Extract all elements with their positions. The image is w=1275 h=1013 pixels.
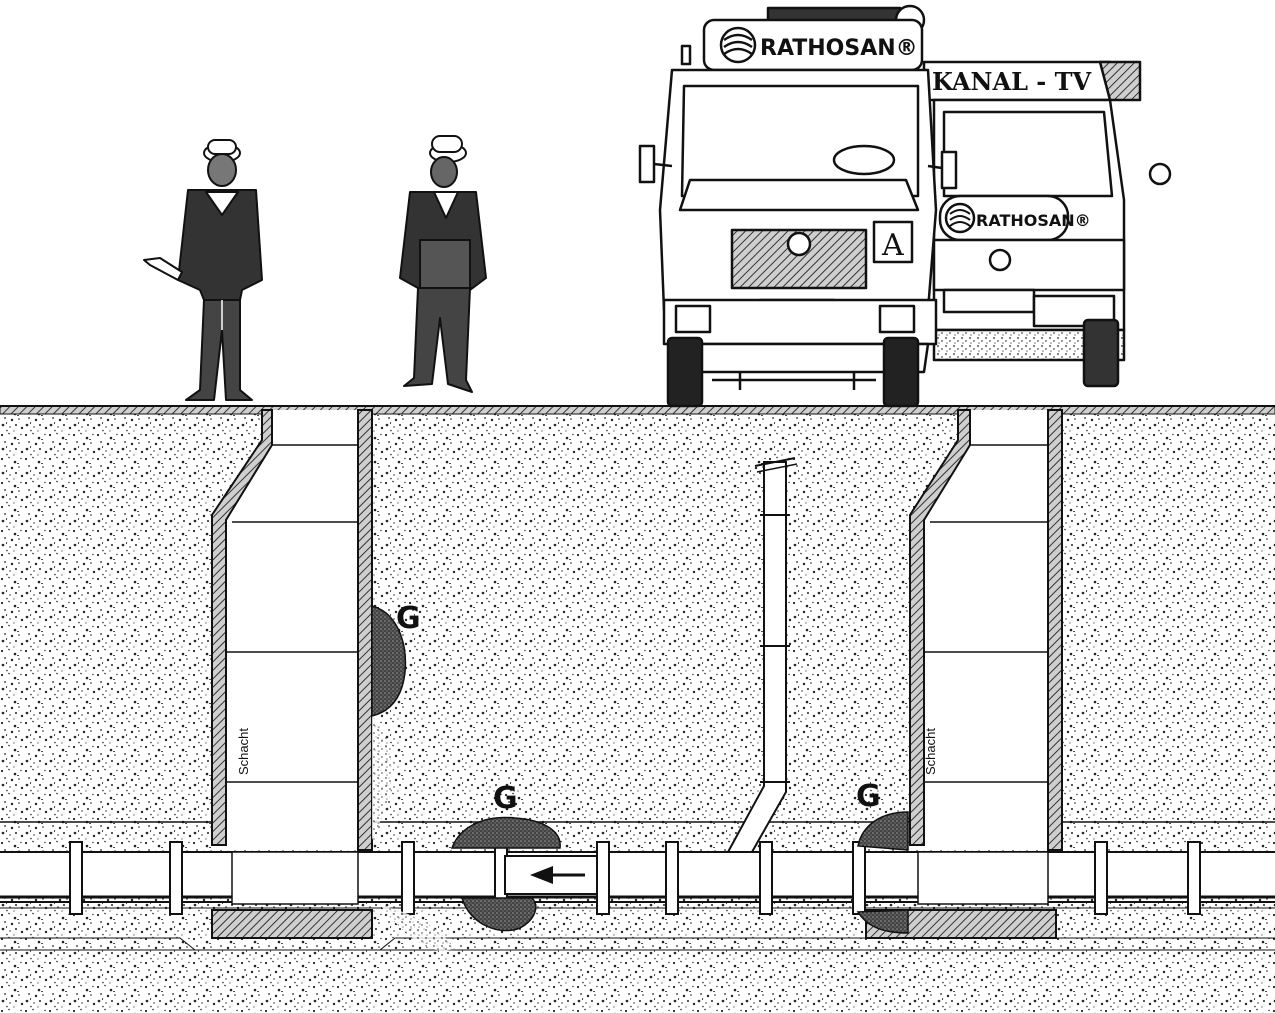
- flow-direction-arrow: [504, 855, 598, 895]
- soil: [0, 410, 1275, 1013]
- damage-zone-pipe-top: [380, 816, 561, 951]
- svg-text:RATHOSAN®: RATHOSAN®: [760, 36, 918, 61]
- lateral-connection-pipe: [726, 457, 798, 853]
- manhole-right: [865, 409, 1063, 939]
- damage-zone-manhole-wall: [371, 605, 407, 840]
- svg-text:KANAL - TV: KANAL - TV: [932, 67, 1091, 96]
- damage-zone-manhole-base: [856, 811, 909, 934]
- svg-text:A: A: [881, 228, 904, 263]
- damage-marker-g: G: [493, 781, 518, 816]
- damage-marker-g: G: [396, 601, 421, 636]
- worker-right: [399, 135, 487, 393]
- ground-surface: [0, 405, 1275, 415]
- damage-marker-g: G: [856, 779, 881, 814]
- manhole-left: [211, 409, 373, 939]
- worker-left: [143, 139, 263, 401]
- truck-front: RATHOSAN® A: [638, 4, 958, 408]
- truck-rear: KANAL - TV RATHOSAN®: [922, 60, 1172, 388]
- shaft-label-left: Schacht: [236, 728, 251, 775]
- shaft-label-right: Schacht: [923, 728, 938, 775]
- svg-text:RATHOSAN®: RATHOSAN®: [976, 211, 1091, 230]
